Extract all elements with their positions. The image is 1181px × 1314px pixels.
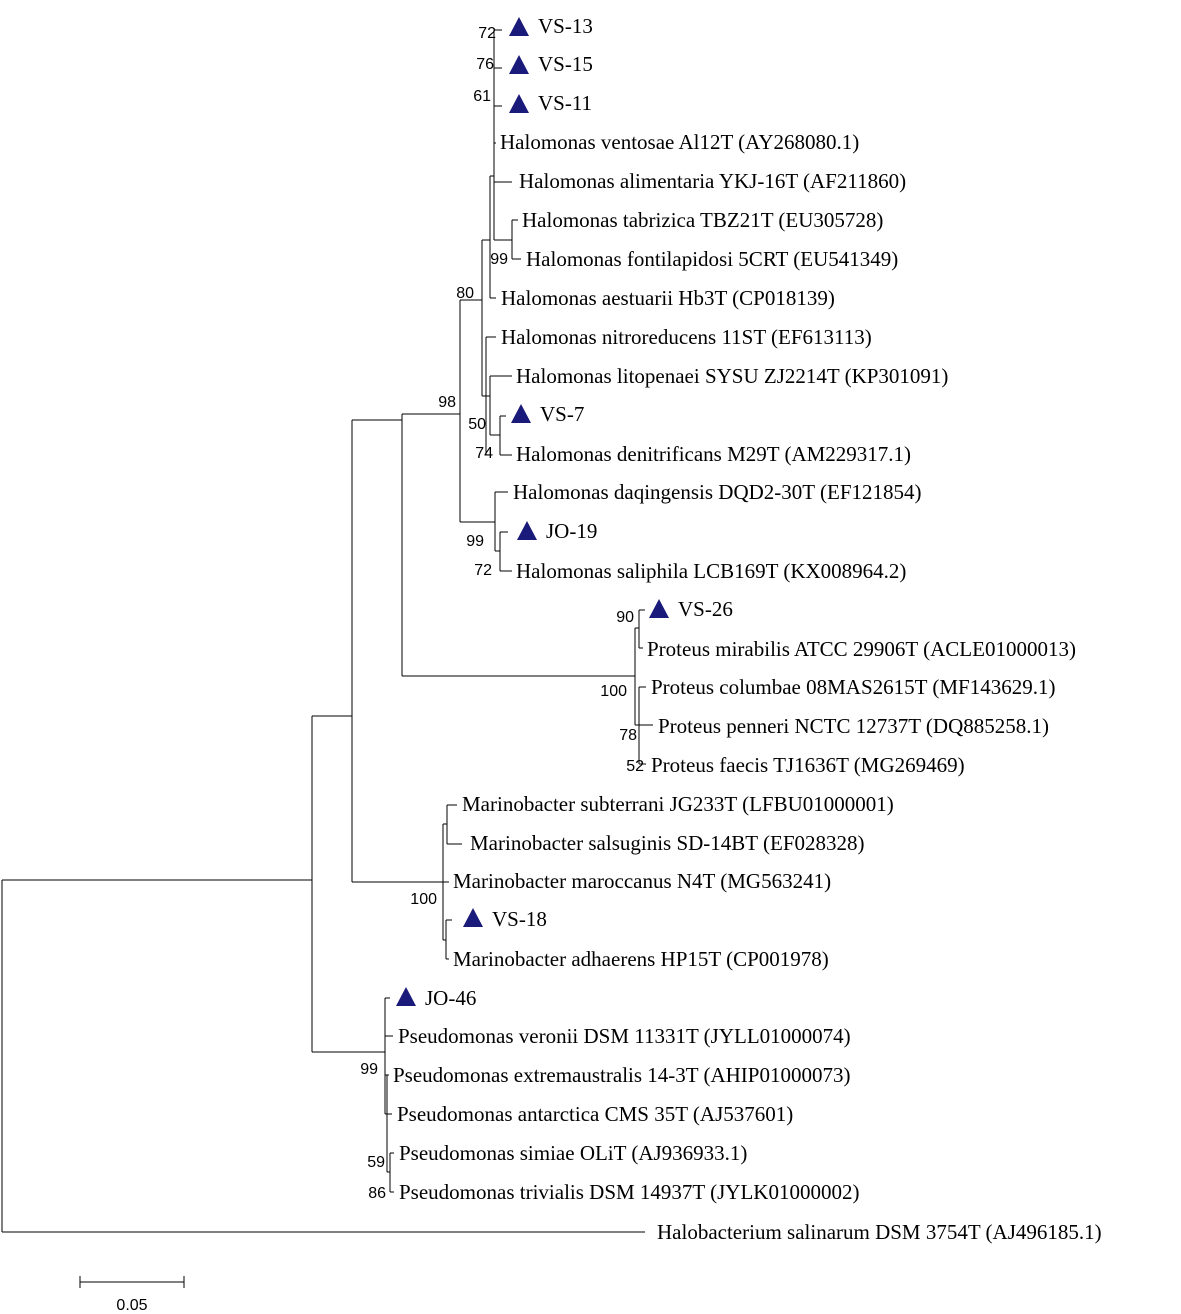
bootstrap-value: 100 <box>410 891 437 908</box>
leaf-label: JO-46 <box>425 986 476 1010</box>
triangle-icon <box>509 17 529 36</box>
bootstrap-value: 52 <box>626 758 644 775</box>
leaf-label: Halomonas saliphila LCB169T (KX008964.2) <box>516 559 906 583</box>
leaf-label: VS-13 <box>538 14 593 38</box>
leaf-label: VS-7 <box>540 402 584 426</box>
leaf-label: Pseudomonas trivialis DSM 14937T (JYLK01… <box>399 1180 859 1204</box>
leaf-label: Halomonas litopenaei SYSU ZJ2214T (KP301… <box>516 364 948 388</box>
leaf-label: JO-19 <box>546 519 597 543</box>
leaf-label: Halobacterium salinarum DSM 3754T (AJ496… <box>657 1220 1102 1244</box>
leaf-label: Halomonas daqingensis DQD2-30T (EF121854… <box>513 480 922 504</box>
tree-branches <box>1 29 653 1233</box>
bootstrap-values: 72 76 61 99 80 98 50 74 99 72 90 100 78 … <box>360 25 644 1202</box>
leaf-labels: VS-13 VS-15 VS-11 Halomonas ventosae Al1… <box>393 14 1102 1244</box>
leaf-label: Proteus penneri NCTC 12737T (DQ885258.1) <box>658 714 1049 738</box>
triangle-icon <box>396 987 416 1006</box>
leaf-label: Proteus columbae 08MAS2615T (MF143629.1) <box>651 675 1055 699</box>
triangle-icon <box>511 404 531 423</box>
leaf-label: Halomonas tabrizica TBZ21T (EU305728) <box>522 208 883 232</box>
leaf-label: Halomonas alimentaria YKJ-16T (AF211860) <box>519 169 906 193</box>
leaf-label: VS-26 <box>678 597 733 621</box>
leaf-label: Pseudomonas simiae OLiT (AJ936933.1) <box>399 1141 747 1165</box>
isolate-markers <box>396 17 669 1006</box>
bootstrap-value: 99 <box>466 533 484 550</box>
bootstrap-value: 90 <box>616 609 634 626</box>
leaf-label: Halomonas nitroreducens 11ST (EF613113) <box>501 325 872 349</box>
leaf-label: VS-18 <box>492 907 547 931</box>
bootstrap-value: 99 <box>490 251 508 268</box>
bootstrap-value: 72 <box>474 562 492 579</box>
leaf-label: Marinobacter adhaerens HP15T (CP001978) <box>453 947 829 971</box>
bootstrap-value: 78 <box>619 727 637 744</box>
leaf-label: Halomonas aestuarii Hb3T (CP018139) <box>501 286 835 310</box>
triangle-icon <box>649 599 669 618</box>
bootstrap-value: 74 <box>475 445 493 462</box>
leaf-label: Pseudomonas veronii DSM 11331T (JYLL0100… <box>398 1024 851 1048</box>
bootstrap-value: 99 <box>360 1061 378 1078</box>
triangle-icon <box>509 94 529 113</box>
bootstrap-value: 86 <box>368 1185 386 1202</box>
leaf-label: VS-11 <box>538 91 592 115</box>
leaf-label: Proteus faecis TJ1636T (MG269469) <box>651 753 965 777</box>
leaf-label: Pseudomonas extremaustralis 14-3T (AHIP0… <box>393 1063 850 1087</box>
leaf-label: Marinobacter subterrani JG233T (LFBU0100… <box>462 792 894 816</box>
bootstrap-value: 76 <box>476 56 494 73</box>
bootstrap-value: 100 <box>600 683 627 700</box>
triangle-icon <box>463 908 483 927</box>
leaf-label: VS-15 <box>538 52 593 76</box>
leaf-label: Halomonas denitrificans M29T (AM229317.1… <box>516 442 911 466</box>
bootstrap-value: 98 <box>438 394 456 411</box>
bootstrap-value: 61 <box>473 88 491 105</box>
leaf-label: Marinobacter maroccanus N4T (MG563241) <box>453 869 831 893</box>
leaf-label: Pseudomonas antarctica CMS 35T (AJ537601… <box>397 1102 793 1126</box>
triangle-icon <box>517 521 537 540</box>
leaf-label: Halomonas fontilapidosi 5CRT (EU541349) <box>526 247 898 271</box>
scale-bar: 0.05 <box>79 1276 185 1314</box>
leaf-label: Proteus mirabilis ATCC 29906T (ACLE01000… <box>647 637 1076 661</box>
scale-bar-label: 0.05 <box>116 1297 147 1314</box>
triangle-icon <box>509 55 529 74</box>
bootstrap-value: 72 <box>478 25 496 42</box>
bootstrap-value: 59 <box>367 1154 385 1171</box>
bootstrap-value: 80 <box>456 285 474 302</box>
bootstrap-value: 50 <box>468 416 486 433</box>
leaf-label: Marinobacter salsuginis SD-14BT (EF02832… <box>470 831 865 855</box>
leaf-label: Halomonas ventosae Al12T (AY268080.1) <box>500 130 859 154</box>
